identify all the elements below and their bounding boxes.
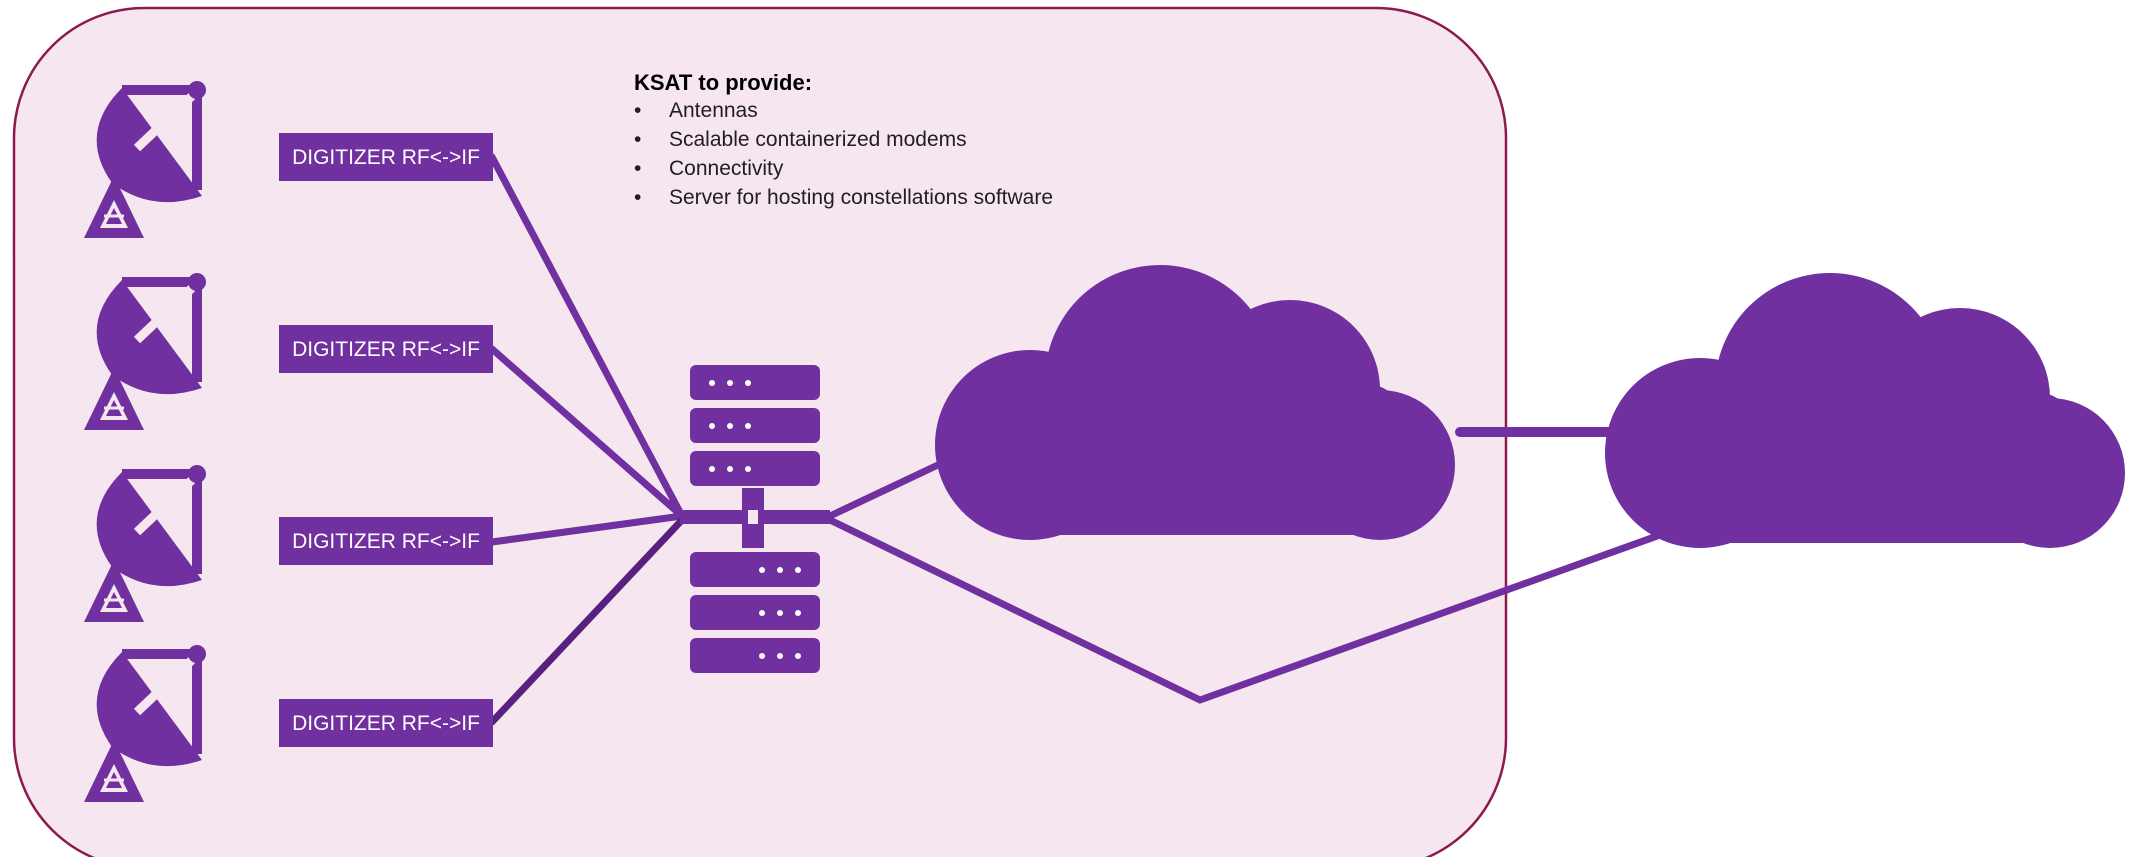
connection-line (488, 153, 686, 520)
provider-item: Server for hosting constellations softwa… (669, 186, 1053, 209)
digitizer-box: DIGITIZER RF<->IF (279, 699, 493, 747)
provider-item: Scalable containerized modems (669, 128, 967, 151)
digitizer-label: DIGITIZER RF<->IF (292, 338, 480, 361)
digitizer-label: DIGITIZER RF<->IF (292, 530, 480, 553)
connection-line (826, 460, 944, 520)
provider-note: KSAT to provide: • Antennas • Scalable c… (634, 70, 1053, 209)
digitizer-box: DIGITIZER RF<->IF (279, 517, 493, 565)
cloud-connections (826, 427, 1664, 704)
bullet-dot: • (634, 186, 641, 209)
connection-line (488, 345, 686, 520)
digitizer-label: DIGITIZER RF<->IF (292, 712, 480, 735)
digitizer-box: DIGITIZER RF<->IF (279, 133, 493, 181)
provider-note-title: KSAT to provide: (634, 70, 812, 95)
connection-line (826, 516, 1664, 704)
provider-item: Connectivity (669, 157, 784, 180)
bullet-dot: • (634, 128, 641, 151)
bullet-dot: • (634, 99, 641, 122)
digitizer-connections (488, 153, 686, 726)
connection-line (488, 516, 686, 726)
cloud-icon (1605, 273, 2125, 548)
connection-line (488, 512, 686, 546)
digitizer-label: DIGITIZER RF<->IF (292, 146, 480, 169)
digitizer-box: DIGITIZER RF<->IF (279, 325, 493, 373)
bullet-dot: • (634, 157, 641, 180)
provider-item: Antennas (669, 99, 758, 122)
server-rack-icon (680, 365, 830, 673)
